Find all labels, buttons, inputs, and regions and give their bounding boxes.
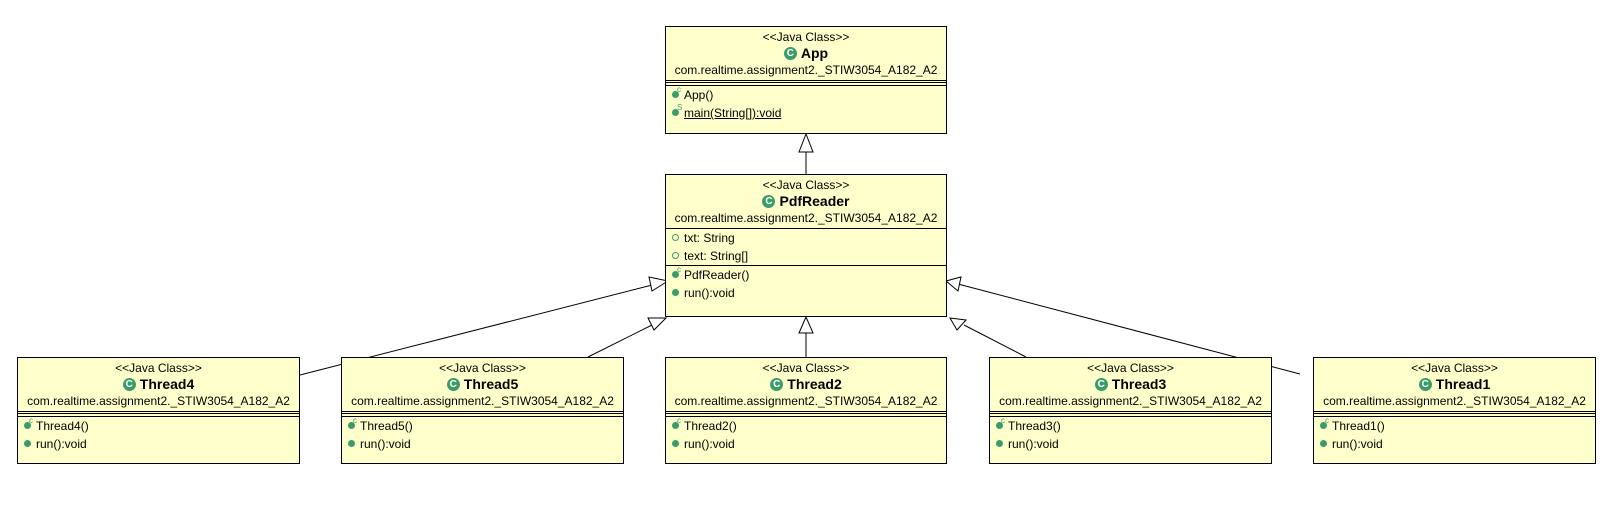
public-method-icon — [672, 91, 679, 99]
stereotype-label: <<Java Class>> — [762, 30, 850, 44]
method-row[interactable]: run():void — [1314, 435, 1595, 453]
class-c-icon: C — [770, 377, 784, 391]
stereotype-label: <<Java Class>> — [1087, 361, 1174, 375]
package-field-icon — [672, 252, 679, 260]
class-c-icon: C — [762, 194, 776, 208]
package-field-icon — [672, 234, 679, 242]
field-row[interactable]: text: String[] — [666, 247, 946, 265]
stereotype-label: <<Java Class>> — [115, 361, 202, 375]
method-row[interactable]: run():void — [18, 435, 299, 453]
public-method-icon — [672, 440, 679, 448]
public-method-icon — [348, 440, 355, 448]
class-c-icon: C — [446, 377, 460, 391]
stereotype-label: <<Java Class>> — [762, 178, 850, 192]
class-c-icon: C — [1418, 377, 1432, 391]
class-name: App — [800, 45, 829, 61]
edge-thread3-pdfreader — [963, 324, 1027, 358]
arrowhead-thread2 — [798, 315, 814, 334]
package-name: com.realtime.assignment2._STIW3054_A182_… — [674, 394, 938, 408]
method-row[interactable]: run():void — [990, 435, 1271, 453]
method-row[interactable]: run():void — [666, 435, 946, 453]
fields-compartment — [342, 411, 623, 416]
public-method-icon — [672, 289, 679, 297]
public-method-icon — [1320, 440, 1327, 448]
class-name: Thread5 — [463, 376, 519, 392]
fields-compartment — [1314, 411, 1595, 416]
class-c-icon: C — [1094, 377, 1108, 391]
stereotype-label: <<Java Class>> — [762, 361, 850, 375]
public-method-icon — [672, 271, 679, 279]
edge-thread5-pdfreader — [587, 323, 655, 358]
package-name: com.realtime.assignment2._STIW3054_A182_… — [674, 63, 938, 77]
package-name: com.realtime.assignment2._STIW3054_A182_… — [674, 211, 938, 225]
public-method-icon — [348, 422, 355, 430]
class-name: Thread3 — [1111, 376, 1167, 392]
public-method-icon — [1320, 422, 1327, 430]
arrowhead-app — [798, 132, 814, 153]
class-name: Thread4 — [139, 376, 195, 392]
package-name: com.realtime.assignment2._STIW3054_A182_… — [351, 394, 614, 408]
public-static-method-icon — [672, 109, 679, 117]
class-c-icon: C — [783, 46, 797, 60]
class-name: PdfReader — [779, 193, 850, 209]
class-c-icon: C — [122, 377, 136, 391]
arrowhead-thread1 — [944, 276, 962, 292]
arrowhead-thread3 — [949, 317, 968, 331]
method-row[interactable]: run():void — [342, 435, 623, 453]
fields-compartment: txt: String text: String[] — [666, 228, 946, 265]
fields-compartment — [666, 411, 946, 416]
field-row[interactable]: txt: String — [666, 229, 946, 247]
arrowhead-thread4 — [648, 276, 670, 292]
fields-compartment — [666, 80, 946, 85]
public-method-icon — [24, 440, 31, 448]
public-method-icon — [996, 440, 1003, 448]
arrowhead-thread5 — [647, 317, 668, 331]
method-row[interactable]: run():void — [666, 284, 946, 302]
public-method-icon — [996, 422, 1003, 430]
package-name: com.realtime.assignment2._STIW3054_A182_… — [1323, 394, 1586, 408]
public-method-icon — [24, 422, 31, 430]
package-name: com.realtime.assignment2._STIW3054_A182_… — [27, 394, 290, 408]
stereotype-label: <<Java Class>> — [439, 361, 526, 375]
class-name: Thread2 — [787, 376, 842, 392]
public-method-icon — [672, 422, 679, 430]
stereotype-label: <<Java Class>> — [1411, 361, 1498, 375]
class-name: Thread1 — [1435, 376, 1491, 392]
package-name: com.realtime.assignment2._STIW3054_A182_… — [999, 394, 1262, 408]
fields-compartment — [18, 411, 299, 416]
fields-compartment — [990, 411, 1271, 416]
